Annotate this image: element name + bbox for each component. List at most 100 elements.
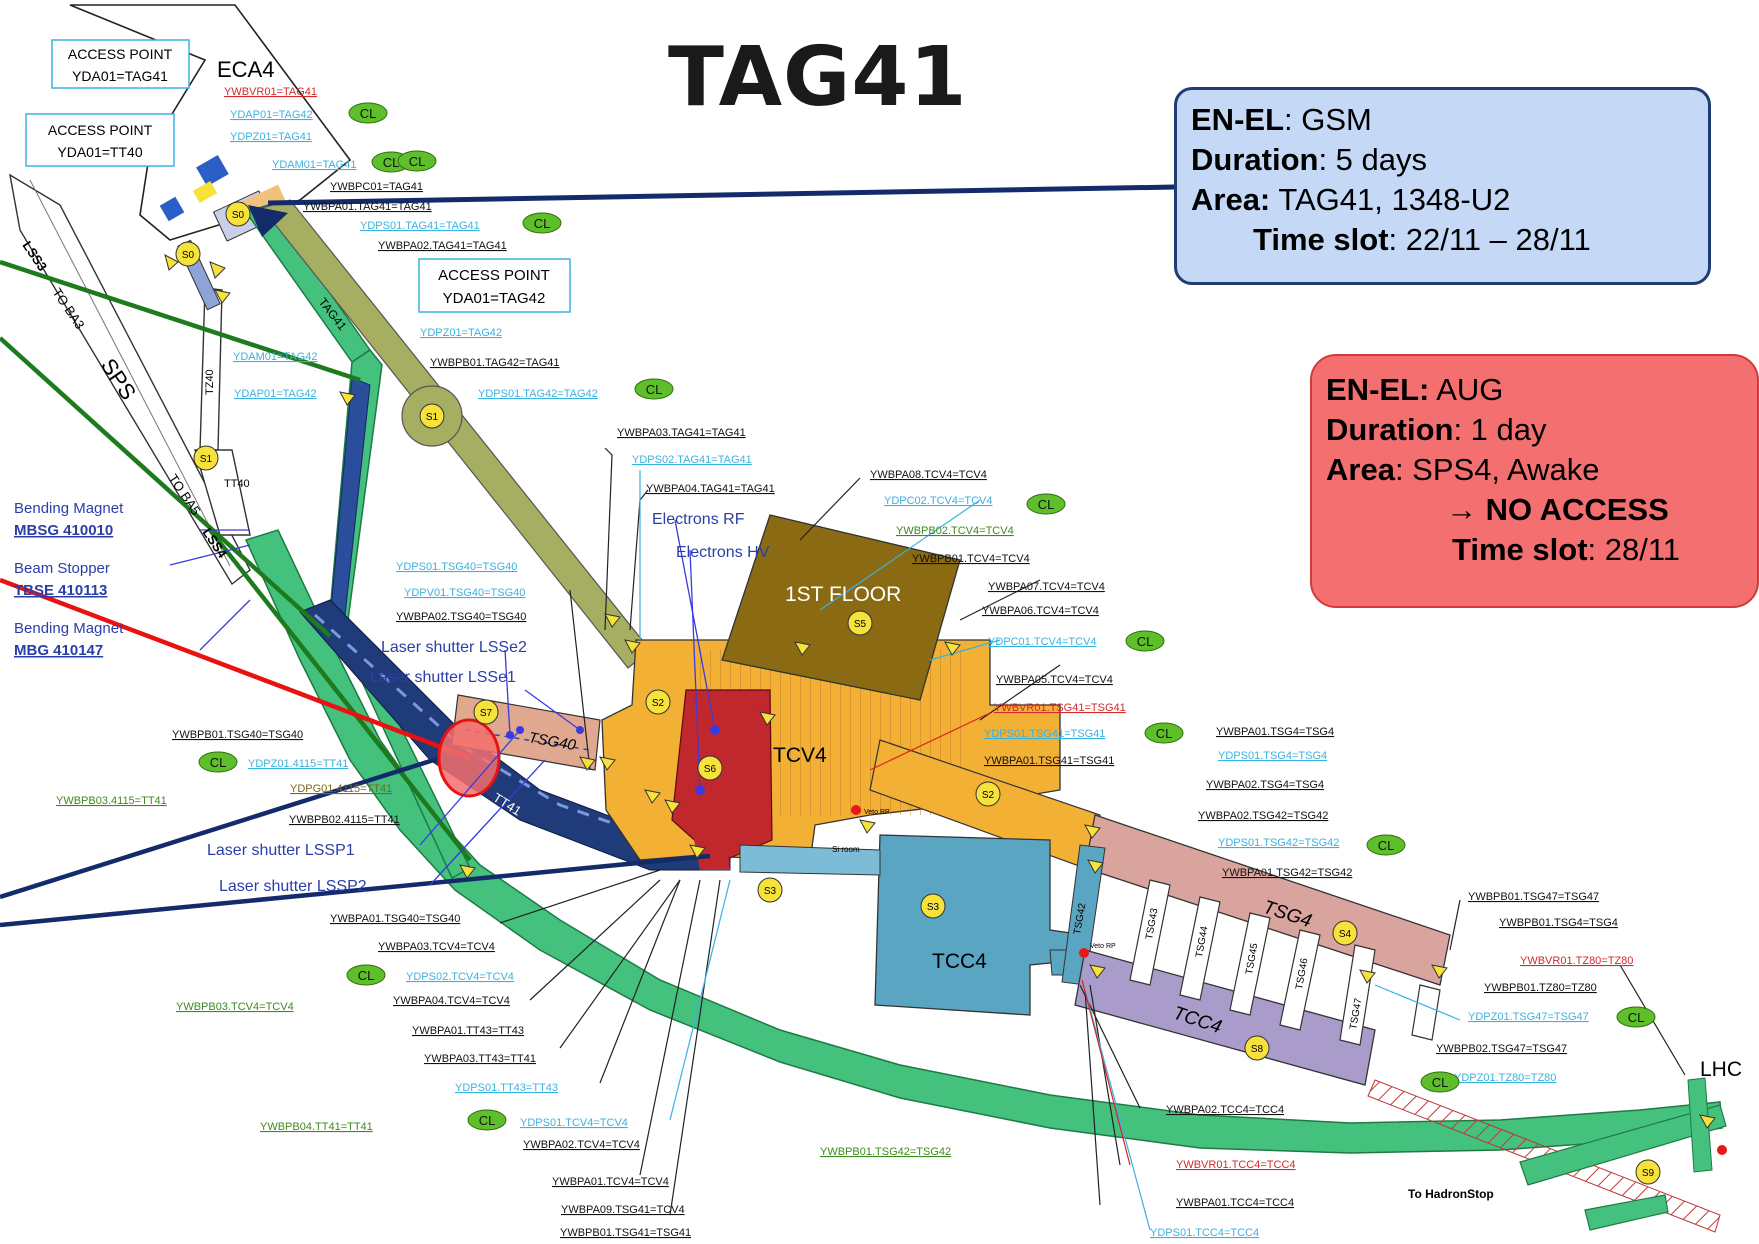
- device-label: YWBPA07.TCV4=TCV4: [988, 581, 1105, 593]
- blue-pointer-2: [0, 853, 711, 928]
- laser-lines: [169, 519, 716, 886]
- leader: [929, 639, 1001, 661]
- cl-badge-label: CL: [1378, 838, 1395, 853]
- device-labels: YWBVR01=TAG41YDAP01=TAG42YDPZ01=TAG41YDA…: [56, 86, 1633, 1239]
- sector-s8-circle: [1244, 1035, 1270, 1061]
- cl-badge: [1420, 1071, 1460, 1093]
- legend-bending-magnet-2: Bending Magnet: [14, 620, 124, 637]
- red-pointer-line: [0, 577, 471, 761]
- device-label: YDPZ01=TAG42: [420, 327, 502, 339]
- tsg46-strip: [1279, 929, 1321, 1031]
- sector-s0: S0: [232, 210, 245, 221]
- device-label: YWBPA02.TCV4=TCV4: [523, 1139, 640, 1151]
- area-tt40: TT40: [224, 478, 250, 490]
- hadronstop-tunnel-2: [1584, 1194, 1669, 1231]
- device-label: YWBPB02.TSG47=TSG47: [1436, 1043, 1567, 1055]
- device-label: YDAM01=TAG42: [233, 351, 317, 363]
- aug-key-5: Time slot: [1452, 532, 1588, 567]
- device-label: YWBPA03.TT43=TT41: [424, 1053, 536, 1065]
- tsg47-strip: [1339, 944, 1376, 1046]
- leader: [689, 549, 701, 791]
- area-tsg42: TSG42: [1072, 902, 1088, 936]
- eca4-blue-box: [196, 154, 229, 187]
- sector-s8: S8: [1251, 1044, 1264, 1055]
- access-point-tag41-l2: YDA01=TAG41: [72, 68, 168, 84]
- tcc4-lilac-area: [1074, 949, 1376, 1086]
- sector-s2-circle: [645, 689, 671, 715]
- device-label: YDPS01.TSG42=TSG42: [1218, 837, 1339, 849]
- laser-dot: [695, 785, 705, 795]
- tsg44-strip: [1179, 896, 1221, 1001]
- leader: [819, 499, 981, 611]
- warning-triangle: [339, 391, 356, 406]
- cl-badge: [522, 212, 562, 234]
- device-label: YWBPB01.TAG42=TAG41: [430, 357, 560, 369]
- leader: [604, 447, 613, 631]
- tt40-lower: [194, 449, 251, 536]
- gsm-line-3: Area: TAG41, 1348-U2: [1191, 180, 1694, 220]
- warning-triangle: [1087, 859, 1104, 874]
- veto-rp-dot: [1717, 1145, 1727, 1155]
- leader: [1089, 984, 1121, 1166]
- leader: [1084, 989, 1151, 1231]
- sector-s4: S4: [1339, 929, 1352, 940]
- leader: [979, 664, 1061, 721]
- device-label: YWBVR01.TCC4=TCC4: [1176, 1159, 1296, 1171]
- area-tsg43: TSG43: [1144, 907, 1160, 941]
- sector-s3: S3: [764, 886, 777, 897]
- device-label: YDPS02.TAG41=TAG41: [632, 454, 752, 466]
- device-label: YWBPA01.TSG42=TSG42: [1222, 867, 1352, 879]
- leader: [199, 599, 251, 651]
- device-label: YDPZ01.4115=TT41: [248, 758, 348, 770]
- gsm-val-1: : GSM: [1284, 102, 1372, 137]
- device-label: YWBVR01.TZ80=TZ80: [1520, 955, 1633, 967]
- label-electrons-rf: Electrons RF: [652, 511, 745, 528]
- device-label: YWBPA02.TSG4=TSG4: [1206, 779, 1324, 791]
- device-label: YWBPB01.TSG4=TSG4: [1499, 917, 1618, 929]
- leader: [869, 712, 991, 771]
- gsm-val-3: TAG41, 1348-U2: [1270, 182, 1511, 217]
- aug-line-2: Duration: 1 day: [1326, 410, 1743, 450]
- device-label: YDPV01.TSG40=TSG40: [404, 587, 525, 599]
- sector-s0b: S0: [182, 250, 195, 261]
- tcc4-area: [874, 834, 1086, 1016]
- cl-badge-label: CL: [409, 154, 426, 169]
- cl-badge-label: CL: [1432, 1075, 1449, 1090]
- tsg-strips: [1129, 879, 1441, 1046]
- gsm-pointer-line: [267, 184, 1176, 206]
- area-tcv4: TCV4: [773, 744, 827, 767]
- device-label: YWBPB01.TCV4=TCV4: [912, 553, 1030, 565]
- access-point-tag42-l1: ACCESS POINT: [438, 267, 550, 284]
- warning-triangle: [1431, 964, 1448, 979]
- leader: [504, 649, 511, 736]
- warning-triangle: [1359, 969, 1376, 984]
- aug-line-1: EN-EL: AUG: [1326, 370, 1743, 410]
- leader: [799, 477, 861, 541]
- cl-badge-label: CL: [1156, 726, 1173, 741]
- area-first-floor: 1ST FLOOR: [785, 583, 901, 606]
- access-point-tt40-l2: YDA01=TT40: [57, 144, 142, 160]
- laser-dot: [506, 731, 514, 739]
- cl-badge: [1616, 1006, 1656, 1028]
- warning-triangle: [1089, 964, 1106, 979]
- warning-triangle: [1699, 1114, 1716, 1129]
- area-tz40: TZ40: [204, 369, 216, 395]
- warning-triangle: [944, 641, 961, 656]
- device-label: YDPS01.TCV4=TCV4: [520, 1117, 628, 1129]
- device-label: YWBPB01.TSG47=TSG47: [1468, 891, 1599, 903]
- eca4-yellow: [192, 180, 218, 204]
- page-title: TAG41: [668, 30, 968, 125]
- cl-badge: [634, 378, 674, 400]
- aug-val-3: : SPS4, Awake: [1394, 452, 1600, 487]
- aug-val-5: : 28/11: [1587, 532, 1681, 567]
- leader: [419, 729, 521, 846]
- aug-line-3: Area: SPS4, Awake: [1326, 450, 1743, 490]
- gsm-pointer-arrow: [248, 205, 288, 237]
- leader: [629, 489, 649, 631]
- area-si-room: Si room: [832, 845, 860, 854]
- sector-s2b: S2: [982, 790, 995, 801]
- veto-rp-dot: [1079, 948, 1089, 958]
- device-label: YDPC01.TCV4=TCV4: [988, 636, 1097, 648]
- device-label: YDPS02.TCV4=TCV4: [406, 971, 514, 983]
